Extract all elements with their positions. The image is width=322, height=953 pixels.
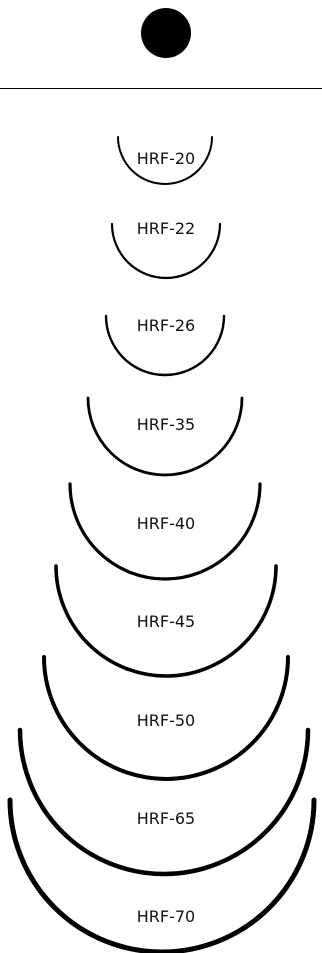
- half-circle-needle-icon: [117, 136, 213, 185]
- needle-label: HRF-40: [137, 514, 195, 533]
- needle-label: HRF-45: [137, 612, 195, 631]
- header-divider: [0, 88, 322, 89]
- needle-item: HRF-50: [42, 655, 290, 781]
- half-circle-needle-icon: [104, 314, 226, 377]
- needle-item: HRF-26: [104, 314, 226, 377]
- filled-circle-icon: [141, 8, 191, 58]
- needle-item: HRF-35: [86, 396, 244, 477]
- half-circle-needle-icon: [68, 482, 262, 581]
- needle-label: HRF-50: [137, 711, 195, 730]
- half-circle-needle-icon: [86, 396, 244, 477]
- needle-label: HRF-26: [137, 316, 195, 335]
- needle-item: HRF-70: [7, 797, 317, 953]
- half-circle-needle-icon: [17, 727, 311, 877]
- needle-item: HRF-22: [110, 219, 222, 280]
- half-circle-needle-icon: [110, 222, 222, 280]
- needle-label: HRF-70: [137, 907, 195, 926]
- half-circle-needle-icon: [54, 564, 278, 678]
- needle-label: HRF-65: [137, 809, 195, 828]
- needle-label: HRF-20: [137, 149, 195, 168]
- needle-item: HRF-45: [54, 564, 278, 678]
- needle-label: HRF-22: [137, 219, 195, 238]
- needle-item: HRF-65: [17, 727, 311, 877]
- needle-item: HRF-20: [117, 136, 213, 185]
- needle-label: HRF-35: [137, 415, 195, 434]
- needle-item: HRF-40: [68, 482, 262, 581]
- half-circle-needle-icon: [42, 655, 290, 781]
- half-circle-needle-icon: [7, 797, 317, 953]
